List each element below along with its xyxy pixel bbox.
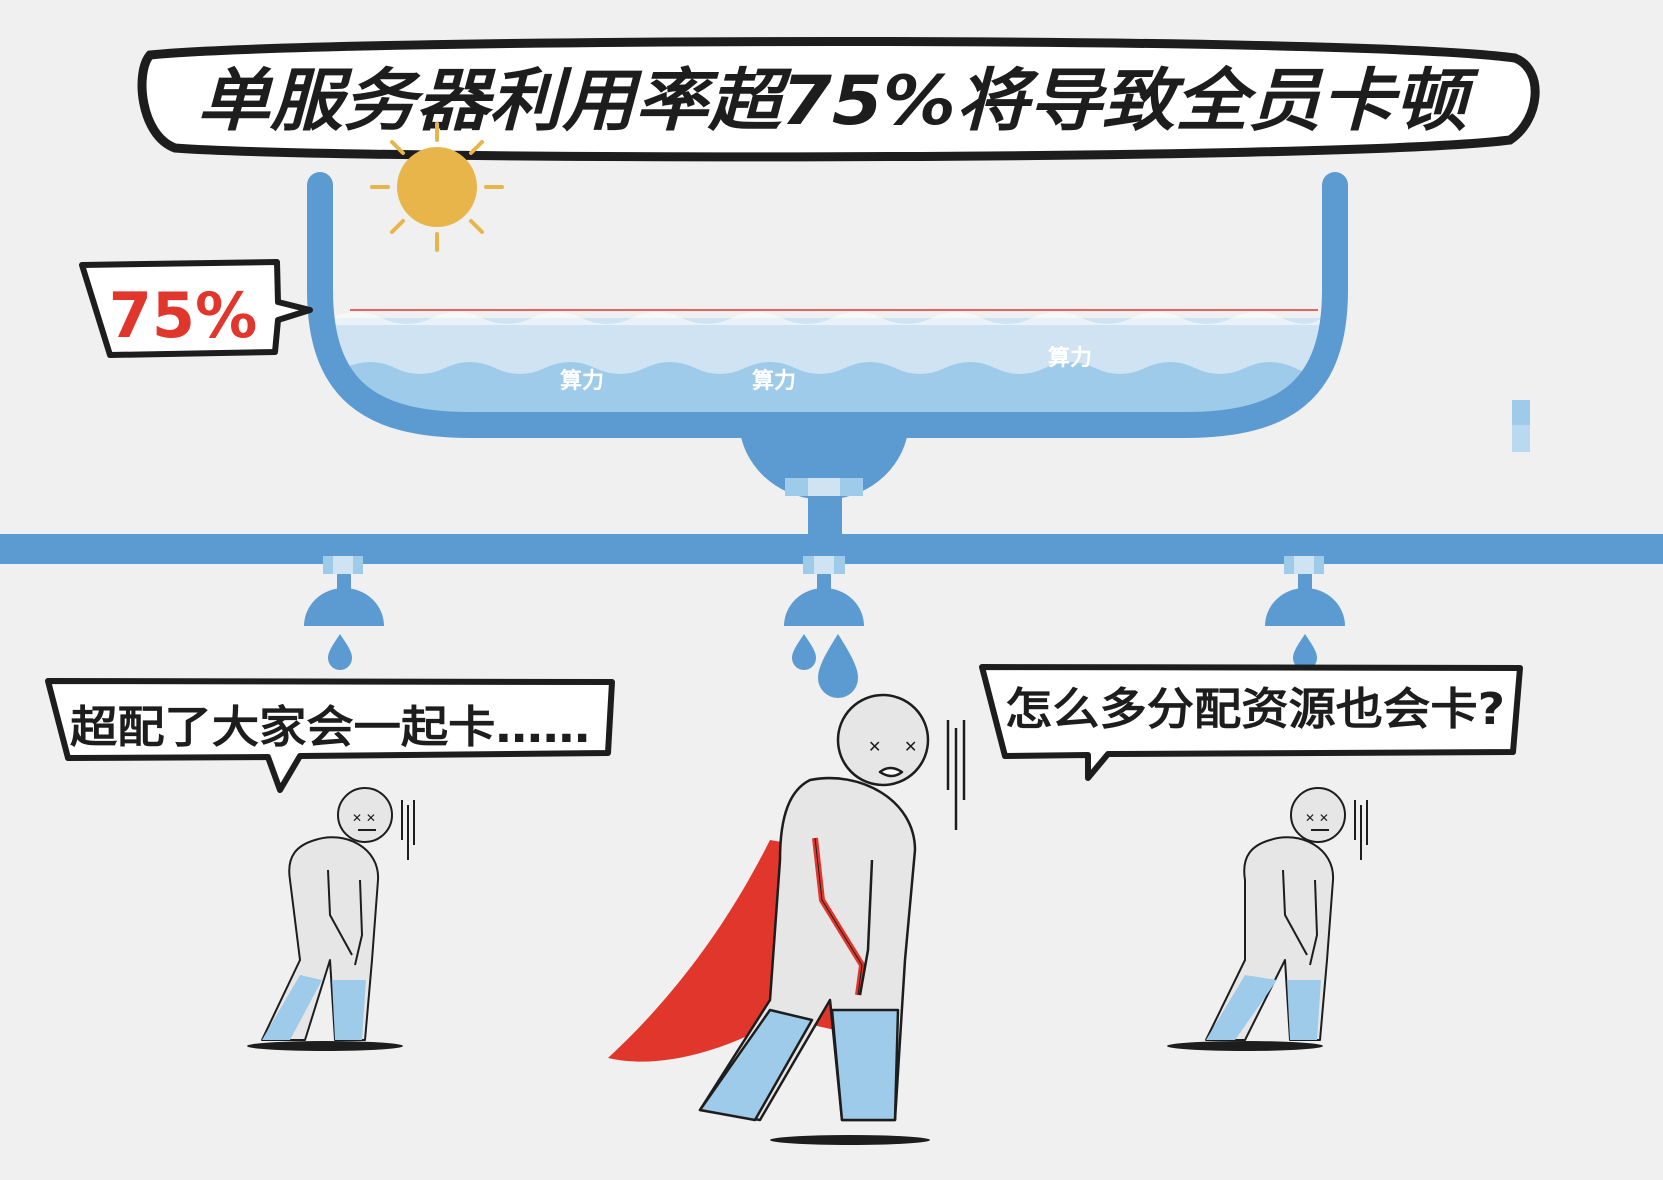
bubble-right-text: 怎么多分配资源也会卡? [1005, 684, 1505, 735]
figure-center-hero: ✕ ✕ [608, 693, 966, 1145]
faucet-center [784, 556, 864, 626]
svg-text:✕: ✕ [868, 737, 881, 756]
svg-text:✕ ✕: ✕ ✕ [1305, 811, 1329, 825]
legend-swatch [1512, 400, 1530, 452]
svg-text:✕ ✕: ✕ ✕ [352, 811, 376, 825]
threshold-callout: 75% [79, 259, 313, 358]
figure-right: ✕ ✕ [1167, 787, 1368, 1051]
figure-left: ✕ ✕ [247, 787, 415, 1051]
water-label-2: 算力 [752, 368, 796, 394]
water-drop-icon [328, 634, 1317, 698]
water-label-1: 算力 [560, 368, 604, 394]
faucet-right [1265, 556, 1345, 626]
threshold-label: 75% [109, 279, 257, 352]
tank-outlet [740, 432, 908, 500]
water-label-3: 算力 [1048, 345, 1092, 371]
water-lower-layer [345, 362, 1320, 415]
sun-icon [370, 122, 504, 252]
speech-bubble-left: 超配了大家会一起卡…… [45, 678, 615, 793]
server-tank: 算力 算力 算力 [307, 172, 1348, 536]
faucet-left [304, 556, 384, 626]
page-title: 单服务器利用率超75%将导致全员卡顿 [197, 62, 1480, 141]
speech-bubble-right: 怎么多分配资源也会卡? [979, 664, 1523, 781]
svg-text:✕: ✕ [904, 737, 917, 756]
bubble-left-text: 超配了大家会一起卡…… [70, 702, 590, 753]
title-banner: 单服务器利用率超75%将导致全员卡顿 [137, 37, 1540, 162]
